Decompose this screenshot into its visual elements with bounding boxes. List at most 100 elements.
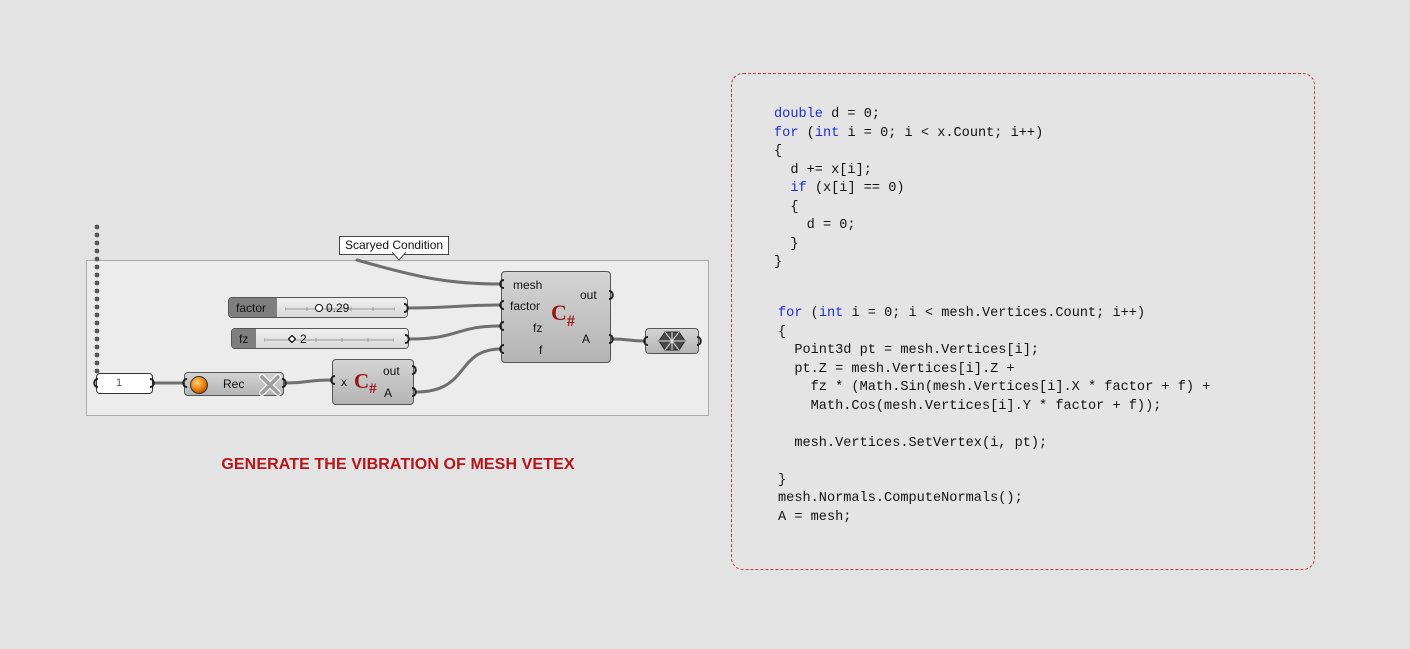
code-text: d = 0; [774, 218, 856, 233]
code-text: ( [802, 306, 819, 321]
code-text: } [774, 255, 783, 270]
factor-slider-value: 0.29 [326, 301, 350, 315]
code-keyword: if [790, 181, 807, 196]
cs-main-A-port[interactable] [608, 334, 616, 344]
code-line: } [774, 254, 1043, 273]
cs-main-mesh-port[interactable] [497, 279, 505, 289]
cs-main-output-A: A [582, 332, 591, 346]
code-line: for (int i = 0; i < x.Count; i++) [774, 125, 1043, 144]
cs-main-input-f: f [539, 343, 543, 357]
fz-slider-knob[interactable] [288, 335, 296, 343]
group-drag-handle[interactable] [94, 224, 100, 374]
panel-input-port[interactable] [91, 378, 99, 388]
fz-slider-value: 2 [300, 332, 307, 346]
recorder-input-port[interactable] [180, 378, 188, 388]
code-line: d = 0; [774, 217, 1043, 236]
data-recorder[interactable]: Rec [184, 372, 284, 396]
fz-slider[interactable]: fz 2 [231, 328, 409, 349]
record-label: Rec [223, 377, 245, 391]
wire-mesh [355, 258, 502, 286]
code-text: fz * (Math.Sin(mesh.Vertices[i].X * fact… [778, 380, 1211, 395]
mesh-icon [658, 331, 686, 351]
cs-small-x-port[interactable] [328, 375, 336, 385]
factor-output-port[interactable] [403, 303, 411, 313]
code-line: pt.Z = mesh.Vertices[i].Z + [778, 361, 1210, 380]
code-line: } [774, 236, 1043, 255]
code-line: if (x[i] == 0) [774, 180, 1043, 199]
cs-main-output-out: out [580, 288, 597, 302]
code-keyword: int [818, 306, 844, 321]
csharp-script-component-main[interactable]: mesh factor fz f C# out A [501, 271, 611, 363]
code-panel: double d = 0;for (int i = 0; i < x.Count… [731, 73, 1315, 570]
code-text: Point3d pt = mesh.Vertices[i]; [778, 343, 1040, 358]
code-line [778, 416, 1210, 435]
figure-caption: GENERATE THE VIBRATION OF MESH VETEX [221, 456, 575, 473]
code-keyword: double [774, 107, 823, 122]
recorder-output-port[interactable] [281, 378, 289, 388]
factor-slider-knob[interactable] [315, 304, 323, 312]
cs-main-input-fz: fz [533, 321, 543, 335]
cs-main-out-port[interactable] [608, 290, 616, 300]
cs-main-input-mesh: mesh [513, 278, 543, 292]
csharp-logo-icon: C# [354, 369, 377, 397]
code-line [778, 453, 1210, 472]
cs-small-out-port[interactable] [411, 365, 419, 375]
cs-small-output-A: A [384, 386, 393, 400]
scaryed-condition-tooltip: Scaryed Condition [339, 236, 450, 255]
code-text: ( [798, 125, 815, 141]
code-keyword: for [774, 125, 799, 141]
wire-rec-x [282, 378, 334, 385]
code-keyword: int [814, 125, 840, 141]
code-text: { [778, 324, 787, 340]
csharp-script-component-small[interactable]: x C# out A [332, 359, 414, 405]
code-text: d += x[i]; [774, 162, 872, 178]
wire-out-A [610, 337, 647, 343]
code-block-2: for (int i = 0; i < mesh.Vertices.Count;… [778, 305, 1210, 527]
code-line: { [774, 199, 1043, 218]
cs-main-input-factor: factor [510, 299, 541, 313]
wire-factor [406, 303, 502, 310]
code-text: i = 0; i < x.Count; i++) [839, 125, 1044, 141]
cs-main-factor-port[interactable] [497, 300, 505, 310]
cs-main-f-port[interactable] [497, 344, 505, 354]
mesh-param-input-port[interactable] [641, 336, 649, 346]
code-text: (x[i] == 0) [806, 181, 905, 196]
panel-output-port[interactable] [149, 378, 157, 388]
tooltip-pointer [392, 252, 406, 261]
clear-data-icon[interactable] [259, 374, 281, 396]
csharp-logo-icon: C# [551, 300, 575, 330]
code-line: { [778, 324, 1210, 343]
fz-slider-track[interactable]: 2 [256, 329, 408, 348]
cs-small-output-out: out [383, 364, 400, 378]
code-text: { [774, 199, 799, 215]
code-text: } [778, 472, 787, 488]
number-panel[interactable]: 1 [96, 373, 153, 394]
factor-slider-track[interactable]: 0.29 [277, 298, 407, 317]
mesh-parameter[interactable] [645, 328, 699, 354]
code-line: double d = 0; [774, 106, 1043, 125]
mesh-param-output-port[interactable] [696, 336, 704, 346]
code-text: Math.Cos(mesh.Vertices[i].Y * factor + f… [778, 398, 1162, 414]
fz-slider-ticks [264, 338, 394, 342]
code-text: A = mesh; [778, 509, 852, 525]
code-line: A = mesh; [778, 509, 1210, 528]
code-line: for (int i = 0; i < mesh.Vertices.Count;… [778, 305, 1210, 324]
code-line: mesh.Vertices.SetVertex(i, pt); [778, 435, 1210, 454]
code-block-1: double d = 0;for (int i = 0; i < x.Count… [774, 106, 1043, 273]
code-line: fz * (Math.Sin(mesh.Vertices[i].X * fact… [778, 379, 1211, 398]
code-text: { [774, 144, 783, 159]
number-panel-value: 1 [116, 377, 123, 389]
code-keyword: for [778, 306, 803, 321]
cs-small-A-port[interactable] [411, 387, 419, 397]
cs-main-fz-port[interactable] [497, 321, 505, 331]
fz-output-port[interactable] [404, 334, 412, 344]
factor-slider-ticks [285, 307, 395, 311]
cs-small-input-x: x [341, 375, 347, 389]
code-text [774, 181, 790, 196]
fz-slider-label: fz [232, 329, 256, 348]
factor-slider[interactable]: factor 0.29 [228, 297, 408, 318]
code-text: pt.Z = mesh.Vertices[i].Z + [778, 361, 1015, 377]
code-text: } [774, 236, 799, 252]
